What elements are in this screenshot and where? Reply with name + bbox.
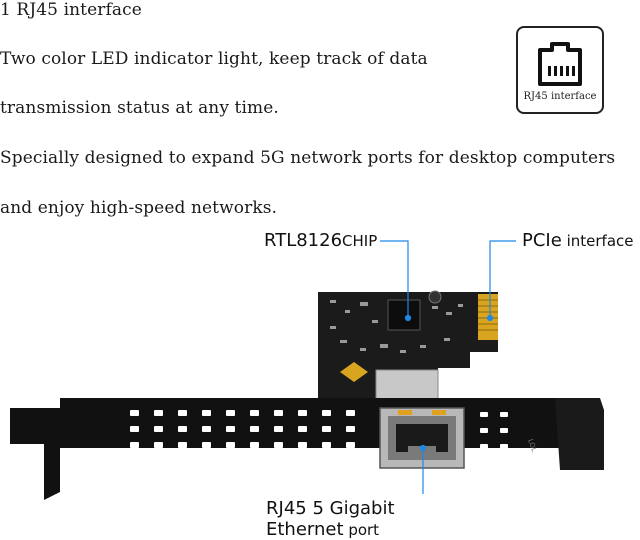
pcie-callout-line [489, 240, 516, 318]
port-callout-bold: Ethernet [266, 519, 344, 540]
vent-hole [322, 442, 331, 448]
vent-hole [250, 410, 259, 416]
vent-hole [130, 410, 139, 416]
vent-hole [202, 426, 211, 432]
vent-hole [178, 426, 187, 432]
vent-hole [298, 410, 307, 416]
port-callout-line1: RJ45 5 Gigabit [266, 498, 395, 519]
vent-hole [154, 410, 163, 416]
vent-hole [154, 426, 163, 432]
vent-hole [298, 426, 307, 432]
vent-hole [226, 442, 235, 448]
vent-hole [346, 426, 355, 432]
pcie-callout-rest: interface [561, 232, 634, 250]
rj45-icon-box: RJ45 interface [516, 26, 604, 114]
vent-hole [274, 426, 283, 432]
vent-hole [178, 410, 187, 416]
vent-hole [322, 426, 331, 432]
description-line-4: Specially designed to expand 5G network … [0, 148, 616, 168]
vent-hole [322, 410, 331, 416]
vent-hole [130, 426, 139, 432]
chip-callout-bold: RTL8126 [264, 230, 343, 251]
chip-callout-rest: CHIP [342, 232, 378, 250]
pcb-logo [340, 362, 368, 382]
vent-hole [274, 442, 283, 448]
description-line-1: 1 RJ45 interface [0, 0, 142, 20]
vent-hole [178, 442, 187, 448]
pcie-callout-bold: PCIe [522, 230, 562, 251]
description-line-2: Two color LED indicator light, keep trac… [0, 49, 428, 69]
vent-hole [130, 442, 139, 448]
vent-hole [154, 442, 163, 448]
vent-hole [250, 442, 259, 448]
port-callout-line2: Ethernet port [266, 519, 379, 540]
rj45-port-icon [538, 42, 582, 86]
vent-hole [226, 426, 235, 432]
rj45-port [379, 407, 465, 469]
description-line-3: transmission status at any time. [0, 98, 279, 118]
vent-hole [226, 410, 235, 416]
vent-hole [202, 442, 211, 448]
vent-hole [202, 410, 211, 416]
description-line-5: and enjoy high-speed networks. [0, 198, 278, 218]
port-callout-rest: port [343, 521, 380, 539]
pcb-board [318, 290, 498, 403]
pcie-callout-label: PCIe interface [522, 230, 633, 251]
chip-callout-label: RTL8126CHIP [264, 230, 377, 251]
vent-hole [346, 442, 355, 448]
vent-hole [346, 410, 355, 416]
icon-caption: RJ45 interface [523, 91, 597, 102]
vent-hole [250, 426, 259, 432]
low-profile-bracket: LOL [10, 398, 604, 500]
vent-hole [298, 442, 307, 448]
chip-callout-line [380, 240, 409, 318]
rtl8126-chip [387, 299, 421, 331]
vent-hole [274, 410, 283, 416]
